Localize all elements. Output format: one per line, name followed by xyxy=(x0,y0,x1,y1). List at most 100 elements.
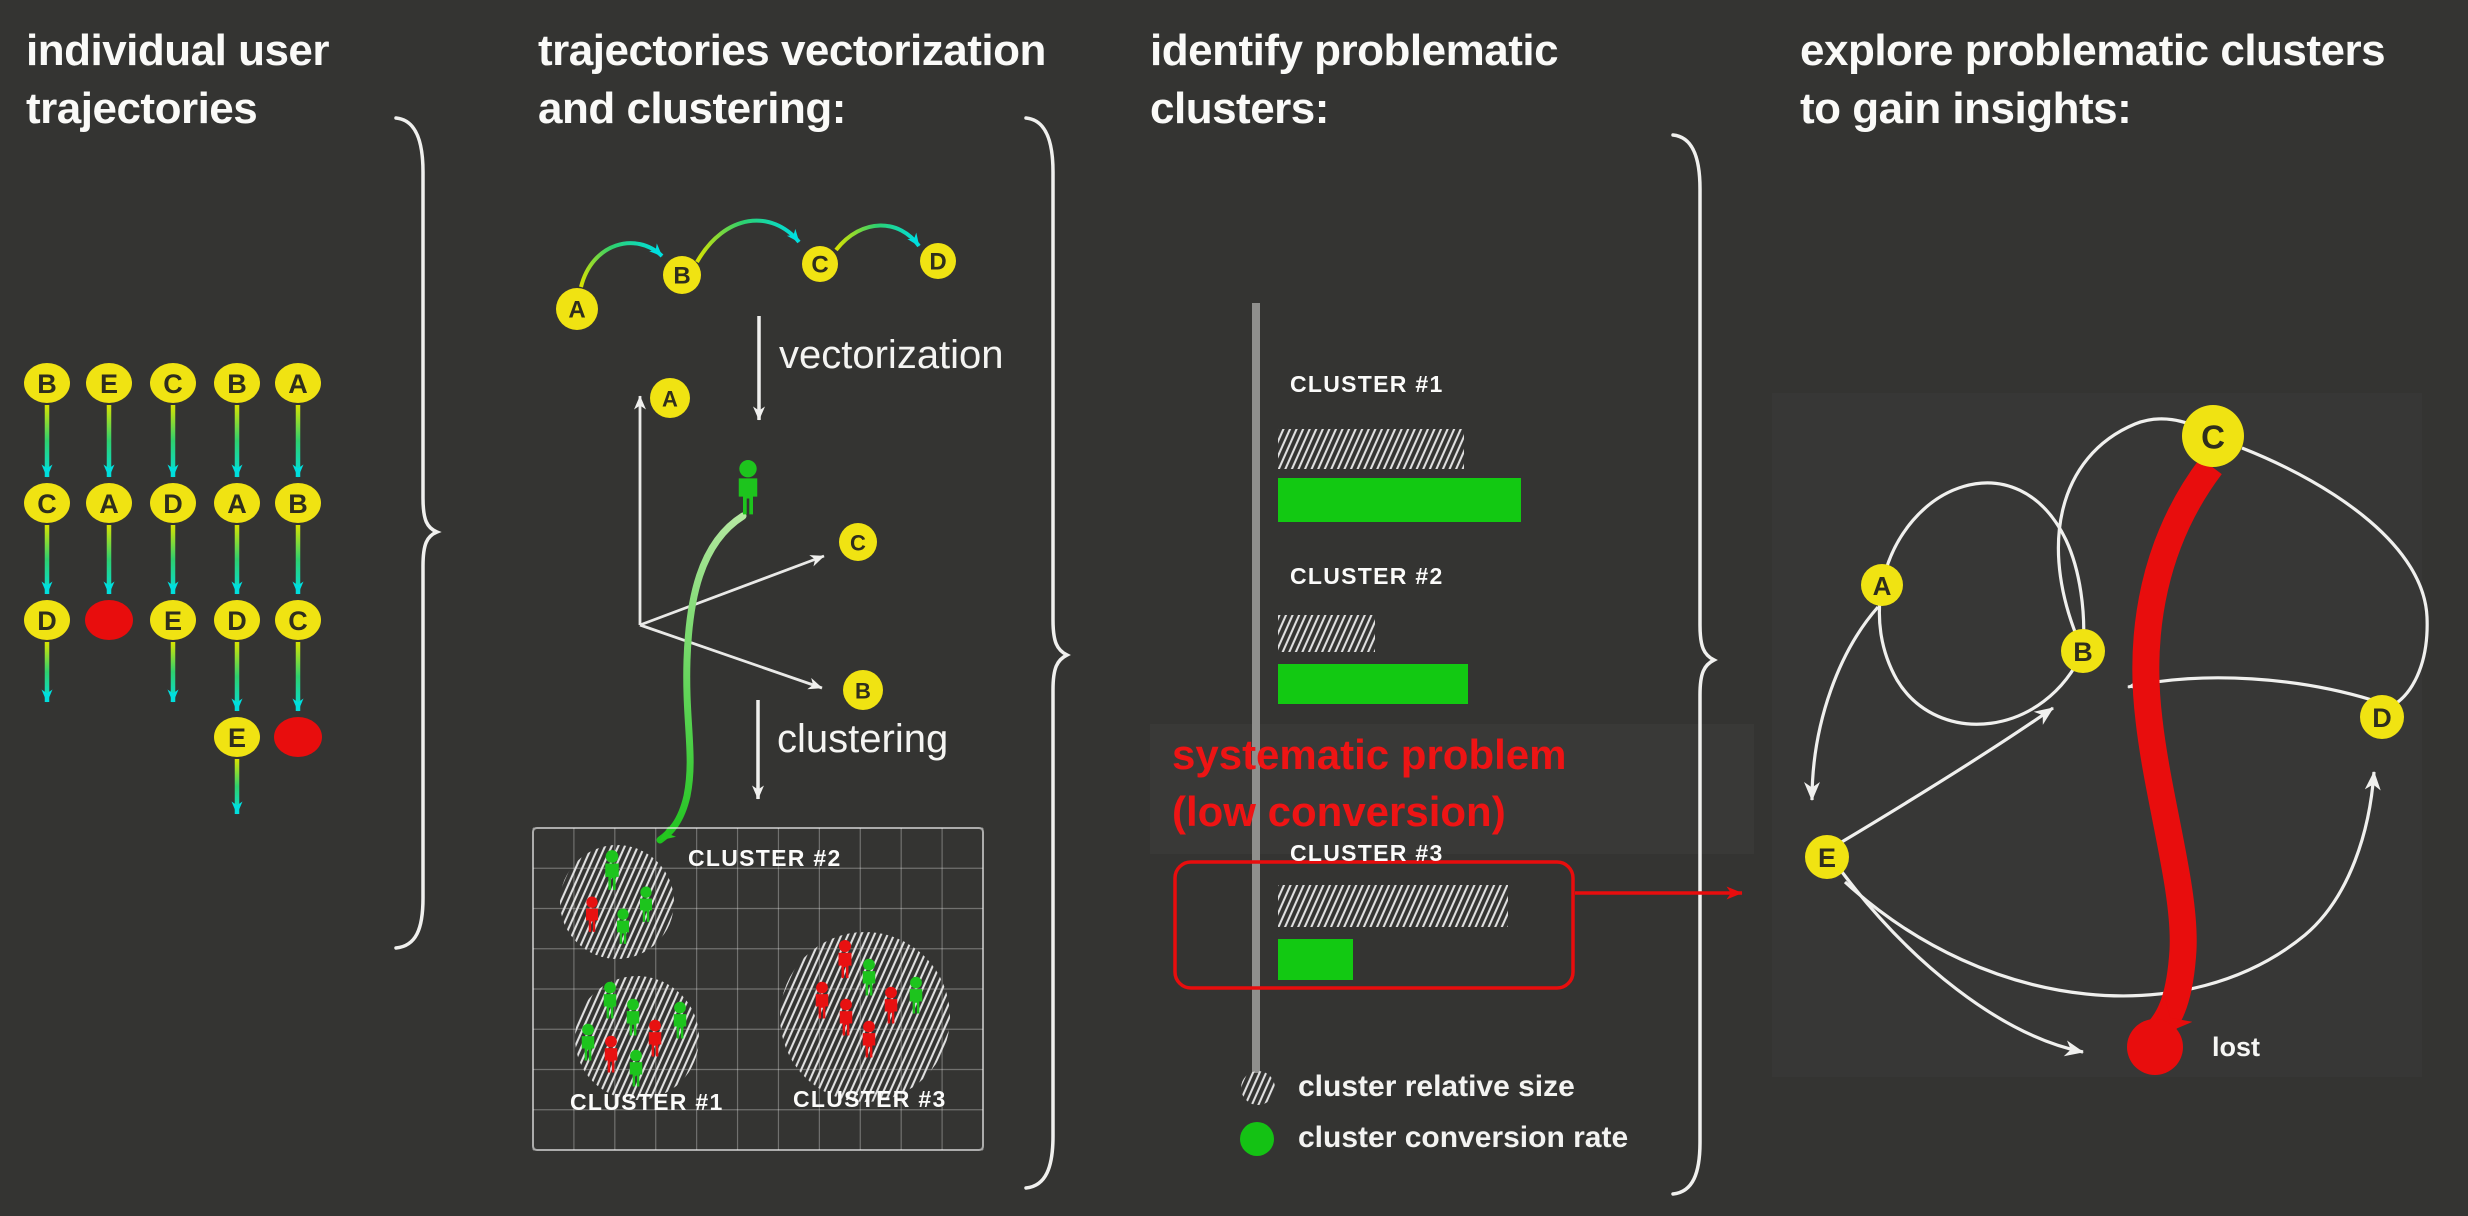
problem-cluster-box xyxy=(1173,860,1575,990)
graph-edge xyxy=(1880,481,2086,652)
panel3-title-line2: clusters: xyxy=(1150,84,1329,133)
panel4-title-line2: to gain insights: xyxy=(1800,84,2132,133)
cluster-conversion-bar xyxy=(1278,939,1353,980)
graph-node-B xyxy=(2061,629,2105,673)
node-B xyxy=(24,363,70,403)
graph-edge-arrow xyxy=(1843,771,2381,998)
graph-node-A xyxy=(1861,564,1903,606)
problem-text-line1: systematic problem xyxy=(1172,731,1567,778)
graph-background-tint xyxy=(1772,393,2422,1077)
node-letter-A: A xyxy=(227,489,247,519)
node-letter-B: B xyxy=(855,679,871,704)
node-C xyxy=(275,600,321,640)
graph-edge xyxy=(2241,446,2429,710)
node-letter-B: B xyxy=(37,369,57,399)
graph-edge-arrow xyxy=(1804,605,1880,801)
node-B xyxy=(663,256,701,294)
cluster2-map-label: CLUSTER #2 xyxy=(688,845,842,871)
node-B xyxy=(214,363,260,403)
node-letter-D: D xyxy=(163,489,183,519)
panel1-title-line2: trajectories xyxy=(26,84,258,133)
node-letter-D: D xyxy=(929,249,946,276)
graph-edge xyxy=(2056,417,2204,652)
panel2-title-line1: trajectories vectorization xyxy=(538,26,1046,75)
node-letter-B: B xyxy=(2073,637,2093,667)
cluster-size-bar xyxy=(1278,885,1508,927)
node-letter-A: A xyxy=(662,387,678,412)
lost-flow-edge xyxy=(2132,457,2222,1041)
cluster1-bar-label: CLUSTER #1 xyxy=(1290,371,1444,397)
cluster-conversion-bar xyxy=(1278,664,1468,704)
node-E xyxy=(214,717,260,757)
lost-dot xyxy=(85,600,133,640)
vector-space-axis xyxy=(639,554,825,627)
lost-node-label: lost xyxy=(2212,1032,2261,1062)
node-letter-A: A xyxy=(288,369,308,399)
cluster-hatch-blob xyxy=(560,845,674,959)
node-D xyxy=(214,600,260,640)
node-letter-A: A xyxy=(568,297,585,324)
legend-swatch-green xyxy=(1240,1122,1274,1156)
node-letter-D: D xyxy=(227,606,247,636)
node-letter-B: B xyxy=(288,489,308,519)
panel1-title-line1: individual user xyxy=(26,26,330,75)
cluster-hatch-blob xyxy=(780,932,950,1102)
vectorization-label: vectorization xyxy=(779,333,1004,377)
problem-text-line2: (low conversion) xyxy=(1172,788,1506,835)
axis-node-B xyxy=(843,670,883,710)
clustering-label: clustering xyxy=(777,717,949,761)
legend-relative-size-label: cluster relative size xyxy=(1298,1070,1575,1103)
node-letter-C: C xyxy=(163,369,183,399)
graph-node-E xyxy=(1805,835,1849,879)
cluster2-bar-label: CLUSTER #2 xyxy=(1290,563,1444,589)
cluster1-map-label: CLUSTER #1 xyxy=(570,1089,724,1115)
user-person-icon xyxy=(739,460,758,514)
legend-swatch-hatch xyxy=(1241,1071,1275,1105)
legend-conversion-rate-label: cluster conversion rate xyxy=(1298,1121,1629,1154)
node-letter-E: E xyxy=(1818,843,1836,873)
cluster-bars-axis xyxy=(1252,303,1260,1073)
panel-divider-brace-3 xyxy=(1671,133,1718,1196)
panel-divider-brace-1 xyxy=(394,116,442,950)
node-letter-A: A xyxy=(1873,571,1892,601)
node-letter-A: A xyxy=(99,489,119,519)
node-D xyxy=(920,243,956,279)
node-C xyxy=(802,246,838,282)
node-letter-B: B xyxy=(673,263,690,290)
lost-node xyxy=(2127,1019,2183,1075)
panel2-title-line2: and clustering: xyxy=(538,84,846,133)
node-A xyxy=(214,483,260,523)
node-letter-E: E xyxy=(164,606,182,636)
node-A xyxy=(86,483,132,523)
graph-edge-arrow xyxy=(1840,871,2084,1057)
graph-node-C xyxy=(2182,405,2244,467)
cluster3-bar-label: CLUSTER #3 xyxy=(1290,840,1444,866)
cluster3-map-label: CLUSTER #3 xyxy=(793,1086,947,1112)
vector-space-axis xyxy=(639,623,823,690)
node-letter-C: C xyxy=(2201,419,2225,456)
node-letter-C: C xyxy=(811,252,828,279)
cluster-conversion-bar xyxy=(1278,478,1521,522)
panel3-title-line1: identify problematic xyxy=(1150,26,1559,75)
trajectory-arc xyxy=(695,218,801,263)
axis-node-C xyxy=(839,523,877,561)
node-D xyxy=(24,600,70,640)
trajectory-arc xyxy=(579,241,664,288)
trajectory-arc xyxy=(834,223,921,252)
node-letter-E: E xyxy=(228,723,246,753)
node-C xyxy=(150,363,196,403)
user-vector-curve xyxy=(656,512,747,844)
node-letter-E: E xyxy=(100,369,118,399)
node-A xyxy=(275,363,321,403)
cluster-size-bar xyxy=(1278,429,1464,469)
node-B xyxy=(275,483,321,523)
node-letter-C: C xyxy=(850,531,866,556)
node-A xyxy=(556,288,598,330)
graph-edge xyxy=(1877,584,2085,726)
node-letter-D: D xyxy=(2372,703,2392,733)
cluster-hatch-blob xyxy=(575,976,699,1100)
node-letter-B: B xyxy=(227,369,247,399)
cluster-size-bar xyxy=(1278,615,1375,652)
